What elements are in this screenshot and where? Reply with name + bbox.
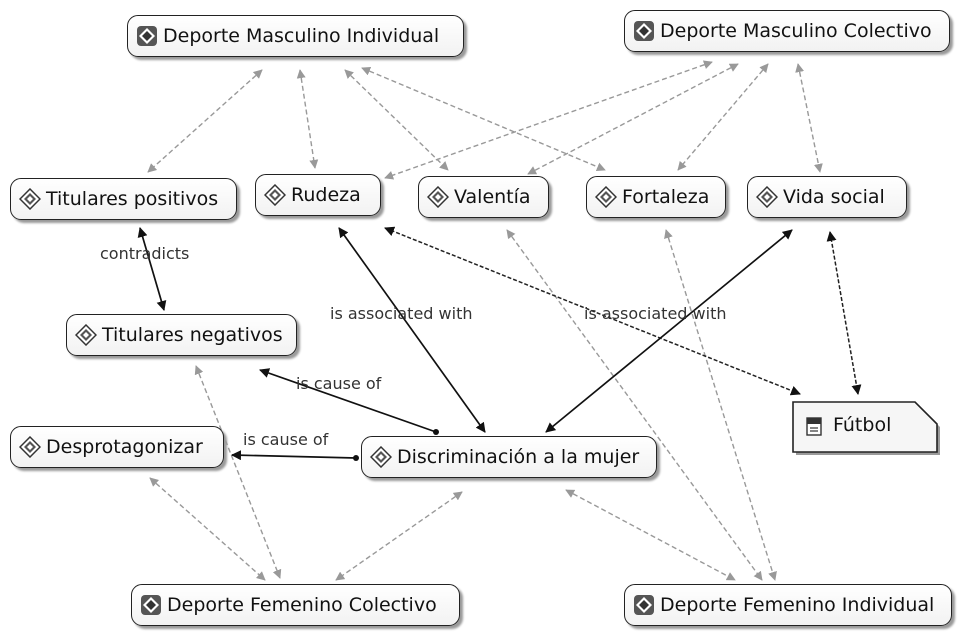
- edge-disc-dfi: [565, 489, 736, 581]
- node-titulares-negativos[interactable]: Titulares negativos: [66, 314, 297, 356]
- node-label: Titulares positivos: [46, 188, 219, 210]
- code-icon: [19, 436, 41, 458]
- node-discriminacion-mujer[interactable]: Discriminación a la mujer: [361, 436, 657, 478]
- category-icon: [634, 595, 654, 615]
- edge-label-contradicts: contradicts: [100, 244, 190, 263]
- edge-dmc-rudeza: [384, 60, 713, 180]
- category-icon: [141, 595, 161, 615]
- edge-dmi-valentia: [344, 69, 449, 171]
- edge-disc-desp: [231, 450, 357, 461]
- node-fortaleza[interactable]: Fortaleza: [586, 176, 726, 218]
- edge-vida-futbol: [826, 231, 862, 395]
- node-label: Deporte Femenino Individual: [660, 594, 935, 616]
- node-label: Titulares negativos: [102, 324, 283, 346]
- category-icon: [137, 26, 157, 46]
- node-label: Deporte Masculino Individual: [163, 25, 440, 47]
- node-futbol[interactable]: Fútbol: [793, 402, 937, 452]
- code-icon: [427, 186, 449, 208]
- edge-origin-dot: [353, 455, 359, 461]
- edge-disc-tn: [259, 368, 437, 433]
- edge-label-associated-right: is associated with: [584, 304, 727, 323]
- edge-vida-disc: [545, 229, 793, 433]
- edge-label-associated-left: is associated with: [330, 304, 473, 323]
- code-icon: [595, 186, 617, 208]
- code-icon: [264, 184, 286, 206]
- node-label: Desprotagonizar: [46, 436, 203, 458]
- node-rudeza[interactable]: Rudeza: [255, 174, 381, 216]
- category-icon: [634, 21, 654, 41]
- edge-label-cause-upper: is cause of: [296, 374, 382, 393]
- node-label: Vida social: [783, 186, 885, 208]
- edge-valentia-dfi: [506, 229, 763, 581]
- edge-desp-dfc: [149, 477, 266, 581]
- edge-origin-dot: [433, 429, 439, 435]
- node-deporte-femenino-colectivo[interactable]: Deporte Femenino Colectivo: [131, 584, 460, 626]
- code-icon: [75, 324, 97, 346]
- edge-label-cause-lower: is cause of: [243, 430, 329, 449]
- edge-dmc-vida: [795, 63, 823, 173]
- edge-fortaleza-dfi: [664, 229, 777, 581]
- edge-tp-tn-contradicts: [137, 227, 167, 311]
- node-vida-social[interactable]: Vida social: [747, 176, 907, 218]
- node-desprotagonizar[interactable]: Desprotagonizar: [10, 426, 224, 468]
- edge-disc-dfc: [335, 491, 463, 581]
- node-valentia[interactable]: Valentía: [418, 176, 549, 218]
- node-label: Fútbol: [833, 414, 892, 436]
- code-icon: [370, 446, 392, 468]
- code-icon: [756, 186, 778, 208]
- node-deporte-femenino-individual[interactable]: Deporte Femenino Individual: [624, 584, 952, 626]
- edge-dmi-rudeza: [296, 69, 319, 169]
- node-label: Rudeza: [291, 184, 361, 206]
- futbol-doc-shape: [792, 401, 938, 453]
- node-label: Valentía: [454, 186, 531, 208]
- edge-tn-dfc: [194, 365, 282, 579]
- edge-dmc-fortaleza: [677, 63, 769, 171]
- node-label: Fortaleza: [622, 186, 710, 208]
- node-label: Discriminación a la mujer: [397, 446, 640, 468]
- document-icon: [806, 417, 822, 436]
- node-label: Deporte Masculino Colectivo: [660, 20, 932, 42]
- code-icon: [19, 188, 41, 210]
- edge-dmc-valentia: [527, 63, 739, 175]
- node-deporte-masculino-colectivo[interactable]: Deporte Masculino Colectivo: [624, 10, 950, 52]
- edge-dmi-fortaleza: [361, 66, 606, 172]
- node-deporte-masculino-individual[interactable]: Deporte Masculino Individual: [127, 15, 464, 57]
- node-titulares-positivos[interactable]: Titulares positivos: [10, 178, 237, 220]
- edge-rudeza-disc: [338, 227, 486, 433]
- node-label: Deporte Femenino Colectivo: [167, 594, 437, 616]
- edge-dmi-tp: [147, 69, 263, 173]
